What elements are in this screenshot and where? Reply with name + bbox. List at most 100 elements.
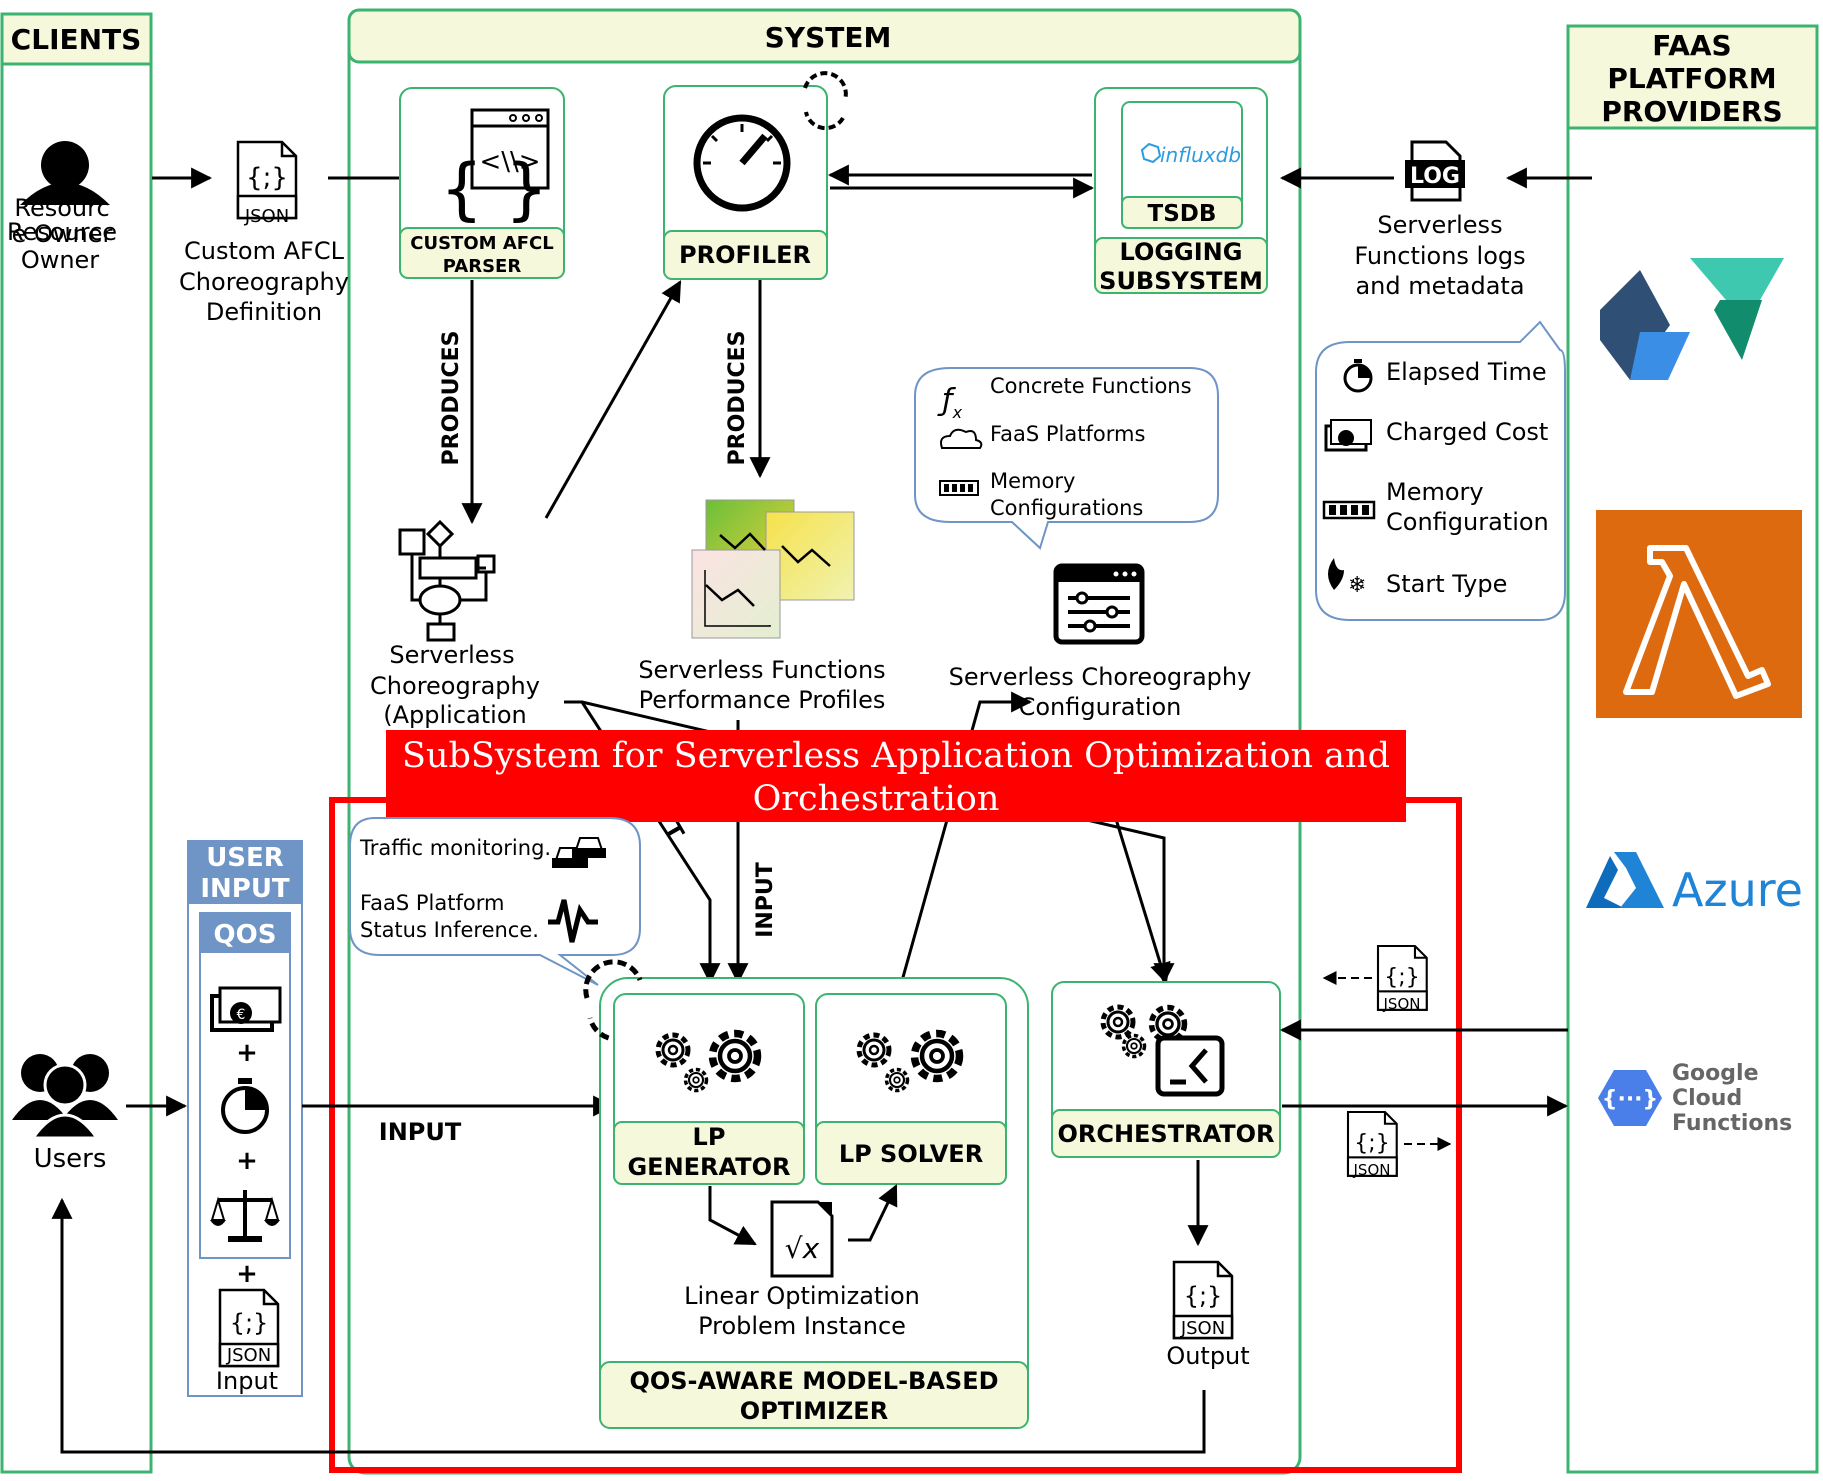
user-input-line1: USER	[206, 843, 284, 873]
resource-owner-line4: Owner	[21, 246, 99, 274]
orchestrator-box: ORCHESTRATOR	[1051, 981, 1281, 1158]
lambda-logo	[1596, 510, 1802, 718]
subsystem-title: SubSystem for Serverless Application Opt…	[386, 730, 1406, 822]
json-braces: {;}	[230, 1309, 269, 1337]
parser-box: CUSTOM AFCL PARSER <\\> { }	[399, 87, 565, 279]
users-icon	[12, 1054, 118, 1140]
user-icon	[20, 141, 110, 205]
parser-label-line2: PARSER	[443, 256, 522, 277]
providers-header-line3: PROVIDERS	[1601, 95, 1782, 128]
providers-header-line2: PLATFORM	[1607, 62, 1776, 95]
optimizer-label-line2: OPTIMIZER	[740, 1397, 888, 1425]
lp-instance-line1: Linear Optimization	[684, 1282, 920, 1310]
choreography-app-line3: (Application	[383, 701, 526, 729]
gcf-line1: Google	[1672, 1061, 1759, 1086]
sf-logs-line1: Serverless	[1377, 211, 1502, 239]
monitor-faas-line2: Status Inference.	[360, 918, 539, 942]
json-tag: JSON	[1383, 995, 1421, 1013]
perf-profiles-line2: Performance Profiles	[639, 686, 886, 714]
lp-solver-label: LP SOLVER	[839, 1140, 983, 1168]
json-tag: JSON	[1180, 1318, 1225, 1339]
qos-label: QOS	[214, 920, 277, 950]
arrow-solver-to-config	[898, 691, 1033, 989]
config-bubble: ƒx Concrete Functions FaaS Platforms Mem…	[914, 367, 1219, 550]
users-label: Users	[34, 1144, 107, 1174]
config-memory-line1: Memory	[990, 469, 1075, 493]
clients-header: CLIENTS	[11, 23, 142, 56]
monitor-faas-line1: FaaS Platform	[360, 891, 504, 915]
svg-text:influxdb: influxdb	[1160, 143, 1241, 167]
code-window-icon: <\\> { }	[440, 108, 550, 229]
user-input-panel: USER INPUT QOS € + + + {;} JSON Input	[187, 840, 303, 1397]
json-tag: JSON	[1353, 1161, 1391, 1179]
plus-2: +	[236, 1146, 258, 1176]
json-tag: JSON	[244, 206, 289, 227]
cars-icon	[552, 837, 606, 868]
config-concrete-functions: Concrete Functions	[990, 374, 1192, 398]
choreo-config-line2: Configuration	[1019, 693, 1182, 721]
tsdb-label: TSDB	[1148, 201, 1217, 227]
input-json-label: Input	[216, 1367, 278, 1395]
logging-label-line2: SUBSYSTEM	[1099, 267, 1263, 295]
sqrt-file-icon: √x	[770, 1200, 834, 1278]
plus-1: +	[236, 1038, 258, 1068]
providers-column: FAAS PLATFORM PROVIDERS	[1566, 24, 1819, 1474]
banknote-icon: €	[210, 986, 282, 1032]
resource-owner-line2: Resource	[7, 218, 117, 246]
providers-header-line1: FAAS	[1652, 29, 1731, 62]
perf-profiles-line1: Serverless Functions	[638, 656, 885, 684]
monitor-bubble: Traffic monitoring. FaaS Platform Status…	[349, 817, 641, 986]
resource-owner-line1: Resourc	[14, 194, 109, 222]
afcl-definition-line3: Definition	[206, 298, 322, 326]
output-label: Output	[1166, 1342, 1249, 1370]
input-label-partial: T	[659, 819, 688, 845]
log-file-icon: LOG	[1405, 140, 1465, 202]
plus-3: +	[236, 1259, 258, 1289]
choreography-app-line2: Choreography	[370, 672, 540, 700]
gcf-line2: Cloud	[1672, 1086, 1742, 1111]
meta-charged-cost: Charged Cost	[1386, 418, 1548, 446]
input-label-horizontal: INPUT	[379, 1118, 462, 1146]
json-tag: JSON	[226, 1345, 271, 1366]
openwhisk-logo	[1600, 258, 1784, 380]
svg-text:€: €	[237, 1007, 246, 1023]
json-braces: {;}	[246, 163, 288, 193]
monitor-traffic: Traffic monitoring.	[359, 836, 551, 860]
svg-text:LOG: LOG	[1410, 164, 1460, 189]
user-input-line2: INPUT	[200, 874, 290, 904]
lp-generator-box: LP GENERATOR	[613, 993, 805, 1185]
orchestrator-label: ORCHESTRATOR	[1057, 1120, 1274, 1148]
svg-text:{···}: {···}	[1602, 1087, 1658, 1112]
config-faas-platforms: FaaS Platforms	[990, 422, 1145, 446]
json-braces: {;}	[1354, 1131, 1389, 1156]
stopwatch-icon	[221, 1078, 269, 1134]
produces-label-2: PRODUCES	[725, 331, 750, 466]
choreography-app-line1: Serverless	[389, 641, 514, 669]
memory-chip-icon	[1322, 500, 1376, 520]
banknote-icon	[1324, 419, 1372, 452]
flowchart-icon	[398, 519, 496, 642]
produces-label-1: PRODUCES	[439, 331, 464, 466]
svg-text:<\\>: <\\>	[479, 147, 540, 177]
lp-generator-line1: LP	[693, 1123, 726, 1151]
cloud-icon	[940, 428, 983, 449]
terminal-icon	[1155, 1035, 1225, 1097]
choreo-config-line1: Serverless Choreography	[949, 663, 1252, 691]
optimizer-label-line1: QOS-AWARE MODEL-BASED	[629, 1367, 998, 1395]
sf-logs-line2: Functions logs	[1354, 242, 1525, 270]
memory-chip-icon	[939, 480, 979, 496]
scales-icon	[210, 1190, 280, 1242]
meta-start-type: Start Type	[1386, 570, 1507, 598]
json-braces: {;}	[1384, 965, 1419, 990]
arrow-output-to-users	[51, 1197, 1206, 1454]
fire-snow-icon: ❄	[1328, 558, 1366, 598]
resource-owner-line3: e Owner	[12, 220, 113, 248]
arrow-choreography-to-profiler	[544, 280, 682, 519]
stopwatch-icon	[1343, 359, 1373, 393]
afcl-definition-line2: Choreography	[179, 268, 349, 296]
profiler-box: PROFILER	[663, 71, 848, 280]
settings-window-icon	[1053, 563, 1145, 645]
afcl-definition-line1: Custom AFCL	[184, 237, 345, 265]
meta-elapsed-time: Elapsed Time	[1386, 358, 1547, 386]
